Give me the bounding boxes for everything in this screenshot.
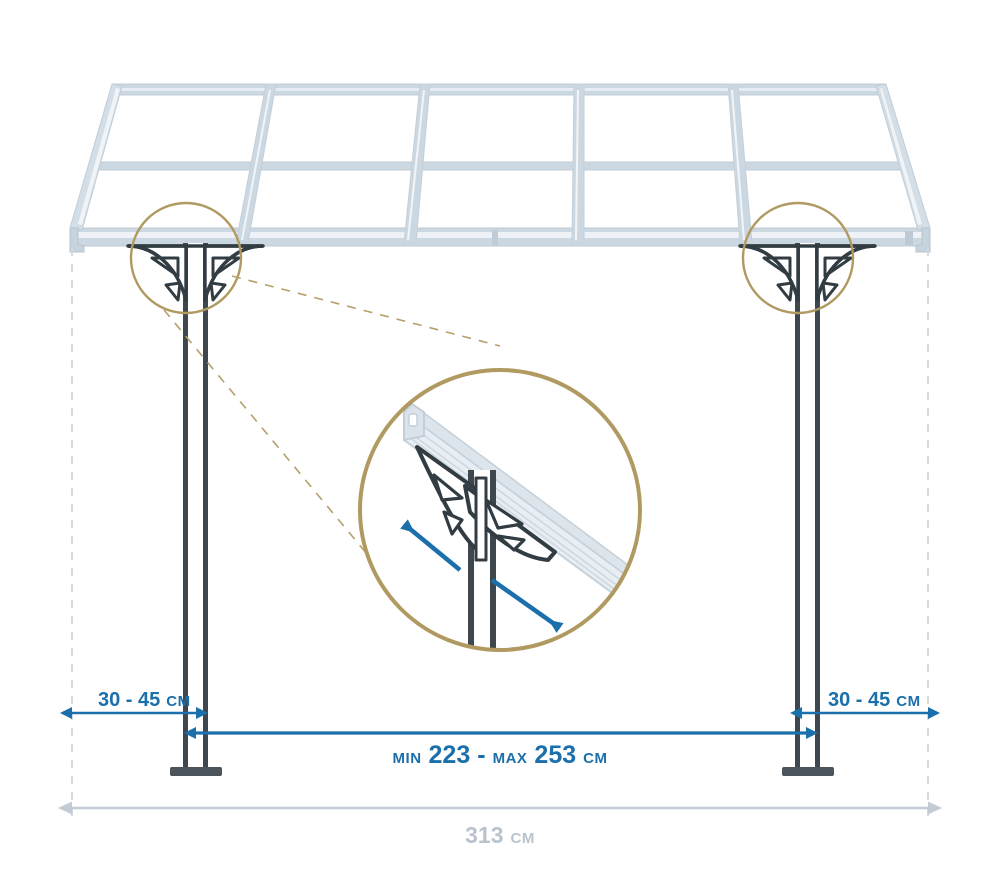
left-post-edge-right xyxy=(203,243,208,773)
right-post xyxy=(738,201,877,776)
left-offset-unit: CM xyxy=(166,693,190,710)
leader-line-upper xyxy=(231,275,501,347)
dimension-total-width: 313 CM xyxy=(58,801,942,848)
roof-rafter-highlights xyxy=(241,89,745,241)
magnifier-ring xyxy=(358,368,642,652)
roof-front-beam-right-cap xyxy=(915,227,931,253)
left-bracket-callout-ring xyxy=(129,201,243,315)
left-post-edge-left xyxy=(183,243,188,773)
detail-decorative-bracket xyxy=(415,445,557,562)
post-span-unit: CM xyxy=(583,750,607,767)
detail-beam-bolt-slot xyxy=(408,413,418,427)
left-offset-range: 30 - 45 xyxy=(98,689,160,711)
right-offset-range: 30 - 45 xyxy=(828,689,890,711)
right-post-edge-right xyxy=(815,243,820,773)
total-width-unit: CM xyxy=(511,830,535,847)
canopy-roof xyxy=(69,83,931,253)
callout-leader-lines xyxy=(163,275,501,561)
roof-beam-joint-right xyxy=(905,231,913,245)
roof-middle-purlin xyxy=(91,161,909,171)
post-span-min-value: 223 xyxy=(429,741,471,769)
right-post-base-plate xyxy=(782,767,834,776)
roof-left-rafter-highlight xyxy=(78,88,120,225)
post-span-min-prefix: MIN xyxy=(393,750,422,767)
detail-direction-arrows xyxy=(400,519,564,633)
arrow-up-left-icon xyxy=(400,519,462,572)
roof-back-rail-highlight xyxy=(112,88,886,91)
roof-front-beam-highlight xyxy=(70,232,930,238)
right-offset-unit: CM xyxy=(896,693,920,710)
detail-roof-beam xyxy=(402,402,640,630)
right-post-edge-left xyxy=(795,243,800,773)
post-span-max-value: 253 xyxy=(534,741,576,769)
bracket-detail-magnifier xyxy=(358,368,642,652)
roof-right-rafter-highlight xyxy=(880,88,922,225)
right-offset-label: 30 - 45 CM xyxy=(828,689,921,711)
total-width-value: 313 xyxy=(465,822,503,848)
left-post xyxy=(126,201,265,776)
leader-line-lower xyxy=(163,309,373,561)
arrow-down-right-icon xyxy=(490,578,564,633)
detail-post-edge-left xyxy=(468,470,474,650)
total-width-label: 313 CM xyxy=(465,822,535,848)
roof-front-beam-left-cap xyxy=(69,227,85,253)
magnifier-contents xyxy=(402,402,640,650)
detail-post-edge-right xyxy=(490,470,496,650)
left-post-base-plate xyxy=(170,767,222,776)
dimension-post-span: MIN 223-MAX 253 CM xyxy=(184,727,818,769)
dimension-left-offset: 30 - 45 CM xyxy=(60,689,208,719)
roof-beam-joint-center xyxy=(492,230,498,246)
dimension-right-offset: 30 - 45 CM xyxy=(790,689,940,719)
right-bracket-callout-ring xyxy=(741,201,855,315)
post-span-label: MIN 223-MAX 253 CM xyxy=(393,741,608,769)
left-offset-label: 30 - 45 CM xyxy=(98,689,191,711)
post-span-separator: - xyxy=(477,741,485,769)
post-span-max-prefix: MAX xyxy=(493,750,528,767)
